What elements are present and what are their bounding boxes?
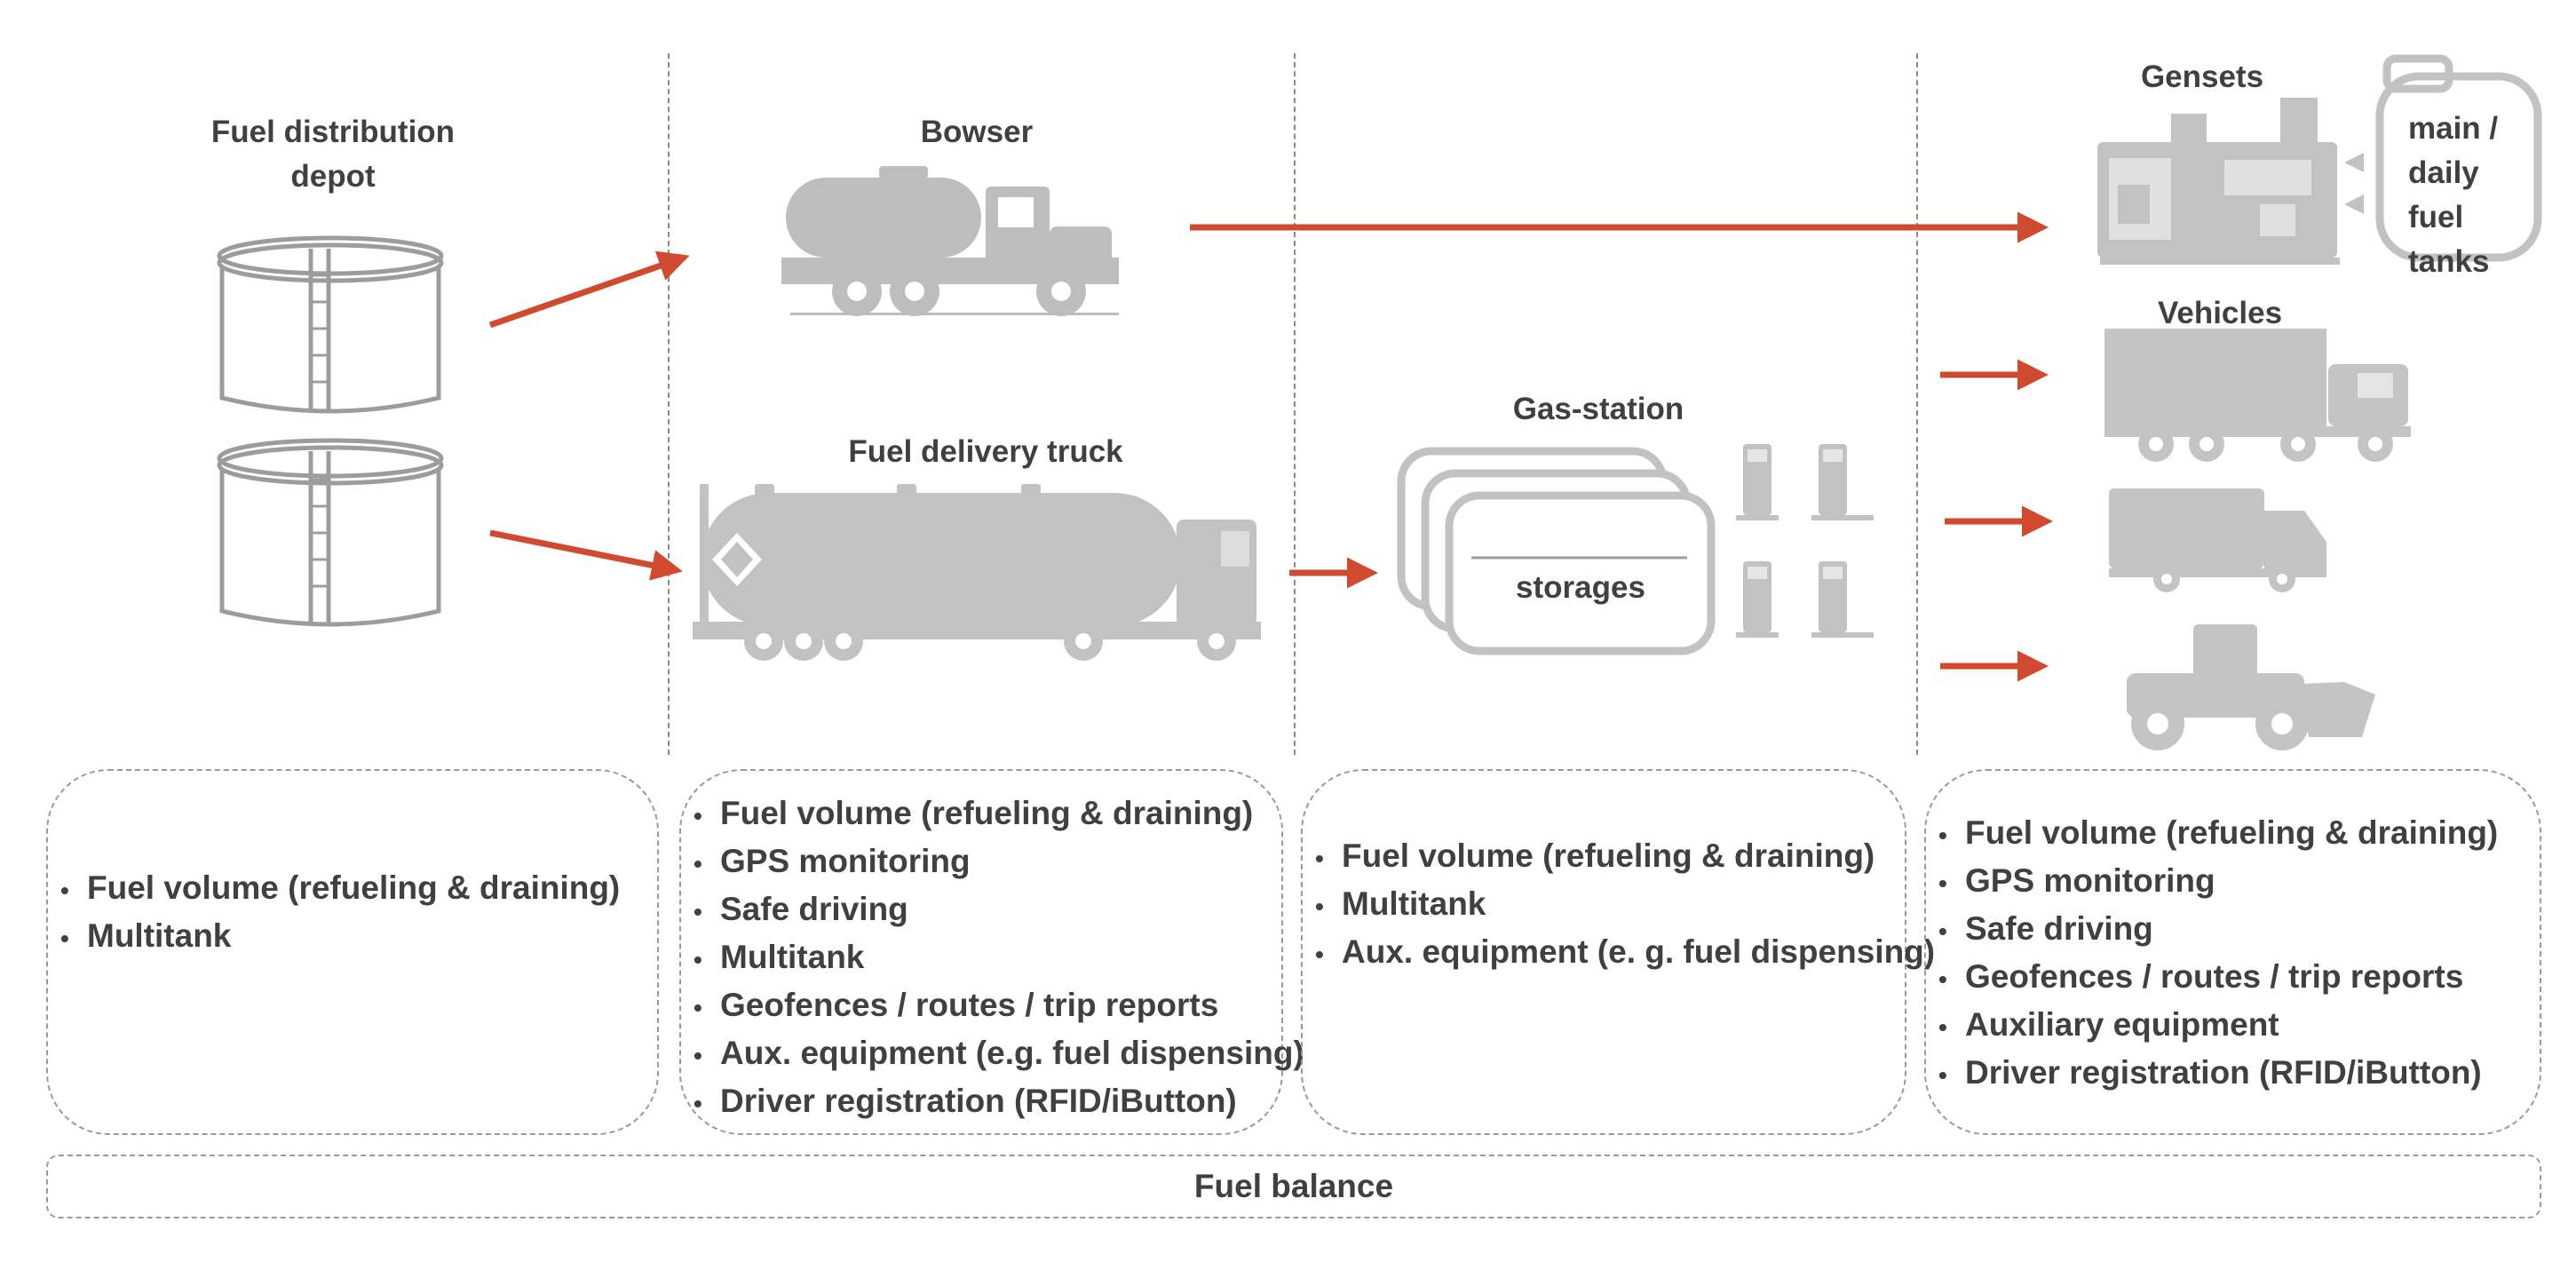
depot-title-line1: Fuel distribution bbox=[210, 115, 456, 149]
bowser-truck-icon bbox=[781, 166, 1119, 316]
feature-item: •Auxiliary equipment bbox=[1938, 1002, 2540, 1050]
bullet: • bbox=[60, 877, 69, 904]
feature-item: •Driver registration (RFID/iButton) bbox=[694, 1078, 1281, 1126]
feature-item: •Aux. equipment (e.g. fuel dispensing) bbox=[694, 1030, 1304, 1078]
bullet: • bbox=[1938, 1061, 1947, 1089]
daily-tanks-line: main / bbox=[2408, 111, 2499, 146]
storage-tanks-icon bbox=[1397, 447, 1716, 655]
bowser-title: Bowser bbox=[920, 115, 1034, 149]
vehicles-title: Vehicles bbox=[2157, 296, 2283, 330]
feature-item: •Multitank bbox=[694, 934, 1281, 982]
bullet: • bbox=[694, 1090, 702, 1117]
feature-item: •Fuel volume (refueling & draining) bbox=[1938, 810, 2540, 858]
separator-3 bbox=[1916, 53, 1918, 755]
genset-icon bbox=[2097, 98, 2340, 265]
feature-item: •GPS monitoring bbox=[694, 838, 1281, 886]
bullet: • bbox=[694, 898, 702, 925]
feature-item: •GPS monitoring bbox=[1938, 858, 2540, 906]
cargo-truck-icon bbox=[2104, 329, 2411, 462]
bullet: • bbox=[1938, 821, 1947, 849]
feature-item: •Multitank bbox=[1315, 881, 1905, 929]
bullet: • bbox=[694, 850, 702, 877]
bullet: • bbox=[1938, 965, 1947, 993]
feature-item: •Geofences / routes / trip reports bbox=[694, 982, 1281, 1030]
transport-features-box: •Fuel volume (refueling & draining) •GPS… bbox=[679, 769, 1304, 1135]
bullet: • bbox=[1938, 1013, 1947, 1041]
bullet: • bbox=[1938, 869, 1947, 897]
fuel-tank-icon bbox=[217, 235, 444, 414]
feature-item: •Fuel volume (refueling & draining) bbox=[1315, 833, 1905, 881]
depot-title-line2: depot bbox=[290, 159, 376, 194]
feature-item: •Driver registration (RFID/iButton) bbox=[1938, 1050, 2540, 1098]
separator-2 bbox=[1294, 53, 1296, 755]
storages-label: storages bbox=[1516, 570, 1645, 605]
daily-tanks-line: daily bbox=[2408, 155, 2479, 190]
feature-item: •Safe driving bbox=[694, 886, 1281, 934]
daily-tanks-label: main / daily fuel tanks bbox=[2408, 107, 2498, 284]
bullet: • bbox=[694, 946, 702, 973]
bullet: • bbox=[694, 994, 702, 1021]
diagram-graphics bbox=[217, 54, 2542, 750]
arrow-depot-to-truck bbox=[489, 529, 683, 581]
consumers-features-box: •Fuel volume (refueling & draining) •GPS… bbox=[1924, 769, 2541, 1135]
delivery-truck-title: Fuel delivery truck bbox=[848, 434, 1123, 469]
daily-tanks-line: tanks bbox=[2408, 244, 2490, 279]
feature-item: •Aux. equipment (e. g. fuel dispensing) bbox=[1315, 929, 1935, 977]
gas-station-title: Gas-station bbox=[1512, 392, 1684, 426]
feature-item: •Fuel volume (refueling & draining) bbox=[60, 865, 657, 913]
separator-1 bbox=[668, 53, 670, 755]
feature-item: •Multitank bbox=[60, 913, 657, 961]
bullet: • bbox=[1315, 893, 1324, 920]
bullet: • bbox=[1938, 917, 1947, 945]
fuel-balance-bar: Fuel balance bbox=[46, 1155, 2541, 1218]
van-icon bbox=[2109, 488, 2326, 592]
feature-item: •Geofences / routes / trip reports bbox=[1938, 954, 2540, 1002]
depot-title: Fuel distribution depot bbox=[169, 110, 497, 199]
daily-tanks-line: fuel bbox=[2408, 200, 2464, 234]
feature-item: •Fuel volume (refueling & draining) bbox=[694, 790, 1281, 838]
fuel-pump-icon bbox=[1736, 444, 1874, 638]
fuel-tank-icon bbox=[217, 438, 444, 627]
daily-tank-icon bbox=[2344, 54, 2542, 262]
bullet: • bbox=[1315, 845, 1324, 872]
feature-item: •Safe driving bbox=[1938, 906, 2540, 954]
gensets-title: Gensets bbox=[2140, 60, 2264, 94]
bullet: • bbox=[60, 925, 69, 952]
loader-icon bbox=[2127, 624, 2375, 750]
bullet: • bbox=[1315, 941, 1324, 968]
bullet: • bbox=[694, 802, 702, 829]
tanker-truck-icon bbox=[693, 484, 1261, 661]
arrow-depot-to-bowser bbox=[488, 250, 690, 329]
bullet: • bbox=[694, 1042, 702, 1069]
station-features-box: •Fuel volume (refueling & draining) •Mul… bbox=[1301, 769, 1935, 1135]
depot-features-box: •Fuel volume (refueling & draining) •Mul… bbox=[46, 769, 659, 1135]
